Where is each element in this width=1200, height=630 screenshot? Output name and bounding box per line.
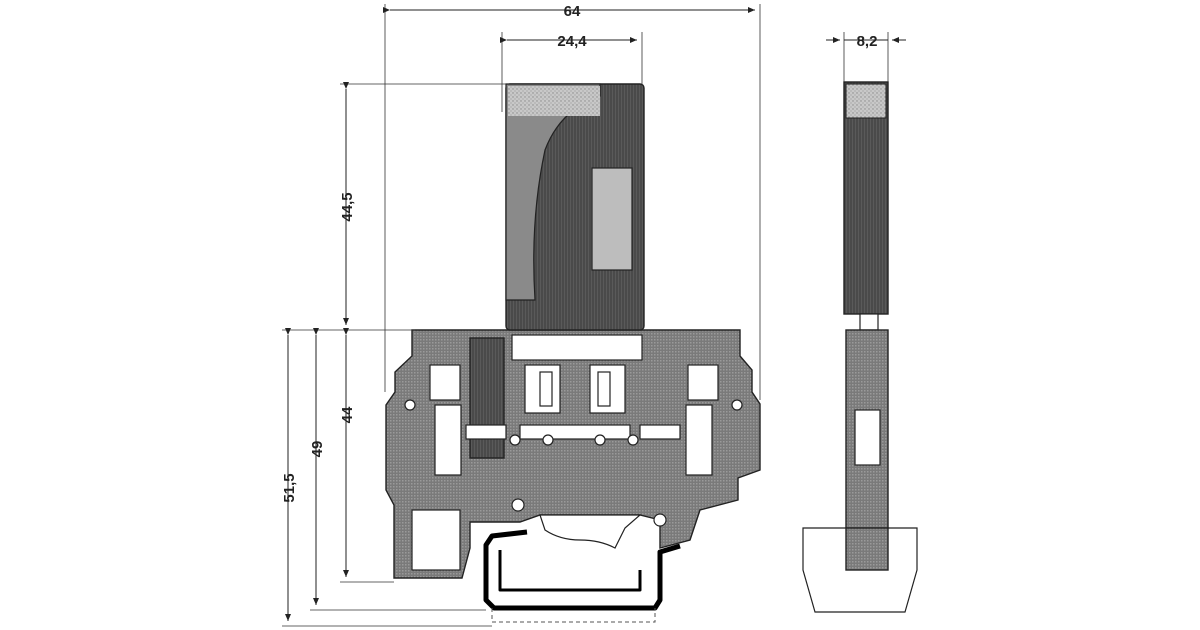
fuse-carrier (505, 83, 645, 331)
busbar-left (465, 424, 507, 440)
side-window (854, 409, 881, 466)
side-knob (859, 313, 879, 331)
dim-fuse-height: 44,5 (339, 192, 356, 221)
left-clamp-body (434, 404, 462, 476)
rivet (653, 513, 667, 527)
din-rail (483, 529, 681, 611)
side-foot (845, 527, 889, 571)
rivet (594, 434, 606, 446)
busbar-right (639, 424, 681, 440)
rivet (509, 434, 521, 446)
fuse-carrier-top (508, 86, 600, 116)
busbar-center (519, 424, 631, 440)
dim-body-height: 44 (339, 406, 356, 423)
left-clamp-window (429, 364, 461, 401)
side-fuse-carrier (843, 81, 889, 315)
clip-slot-right (597, 371, 611, 407)
dimensions: 64 24,4 8,2 44,5 44 49 51,5 (281, 3, 906, 627)
left-contact (469, 337, 505, 459)
dim-overall-width: 64 (564, 3, 581, 20)
right-clamp-window (687, 364, 719, 401)
rivet (542, 434, 554, 446)
dim-height-49: 49 (309, 441, 326, 458)
side-view (802, 81, 918, 613)
rivet (511, 498, 525, 512)
rivet (627, 434, 639, 446)
dim-height-51-5: 51,5 (281, 473, 298, 502)
left-foot-cavity (411, 509, 461, 571)
din-clip (539, 514, 642, 549)
dim-side-width: 8,2 (857, 33, 878, 50)
clip-slot-left (539, 371, 553, 407)
side-fuse-top (845, 83, 887, 119)
fuse-socket-top (511, 334, 643, 361)
right-clamp-body (685, 404, 713, 476)
front-view (385, 83, 761, 623)
dim-fuse-width: 24,4 (557, 33, 587, 50)
rivet (404, 399, 416, 411)
fuse-window (591, 167, 633, 271)
din-rail-hidden (491, 608, 656, 623)
rivet (731, 399, 743, 411)
din-rail-inner (498, 550, 642, 592)
